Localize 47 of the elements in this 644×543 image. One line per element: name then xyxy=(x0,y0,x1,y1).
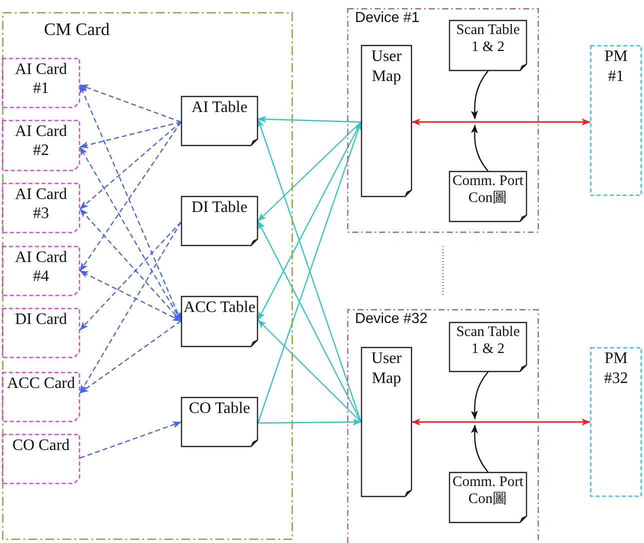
document-box: User Map xyxy=(361,347,412,497)
arrow xyxy=(258,418,362,426)
document-box: Scan Table 1 & 2 xyxy=(449,322,527,372)
document-box: User Map xyxy=(361,45,412,197)
group-title: CM Card xyxy=(44,20,110,40)
double-arrow xyxy=(412,418,590,426)
arrow xyxy=(80,122,182,272)
double-arrow xyxy=(80,208,182,322)
document-box: CO Table xyxy=(181,397,258,447)
curved-arrow xyxy=(470,124,488,172)
curved-arrow xyxy=(471,424,488,472)
module-box: PM #32 xyxy=(590,347,642,497)
device-frame xyxy=(347,309,539,543)
arrow xyxy=(257,220,362,422)
card-box: AI Card #2 xyxy=(2,120,80,171)
arrow xyxy=(79,222,182,394)
document-box: Comm. Port Con圖 xyxy=(449,472,527,523)
document-box: Scan Table 1 & 2 xyxy=(449,20,527,71)
curved-arrow xyxy=(471,372,488,420)
device-frame xyxy=(347,8,539,233)
arrow xyxy=(258,116,362,123)
arrow xyxy=(80,122,182,210)
card-box: DI Card xyxy=(2,308,80,358)
arrow xyxy=(258,320,362,422)
card-box: AI Card #1 xyxy=(2,58,80,108)
document-box: Comm. Port Con圖 xyxy=(449,171,527,222)
card-box: ACC Card xyxy=(2,372,80,422)
card-box: AI Card #4 xyxy=(2,246,80,296)
arrow xyxy=(80,84,182,123)
arrow xyxy=(80,421,182,459)
document-box: DI Table xyxy=(181,196,258,246)
device-title: Device #1 xyxy=(355,11,420,27)
arrow xyxy=(80,222,182,330)
arrow xyxy=(80,320,182,394)
double-arrow xyxy=(412,118,590,126)
double-arrow xyxy=(80,270,182,322)
device-title: Device #32 xyxy=(355,312,428,328)
group-frame xyxy=(2,12,293,540)
arrow xyxy=(257,122,362,320)
document-box: AI Table xyxy=(181,96,258,146)
arrow xyxy=(258,122,362,222)
card-box: CO Card xyxy=(2,434,80,484)
module-box: PM #1 xyxy=(590,45,642,196)
document-box: ACC Table xyxy=(181,296,258,347)
card-box: AI Card #3 xyxy=(2,183,80,233)
arrow xyxy=(80,121,182,148)
curved-arrow xyxy=(471,70,488,120)
